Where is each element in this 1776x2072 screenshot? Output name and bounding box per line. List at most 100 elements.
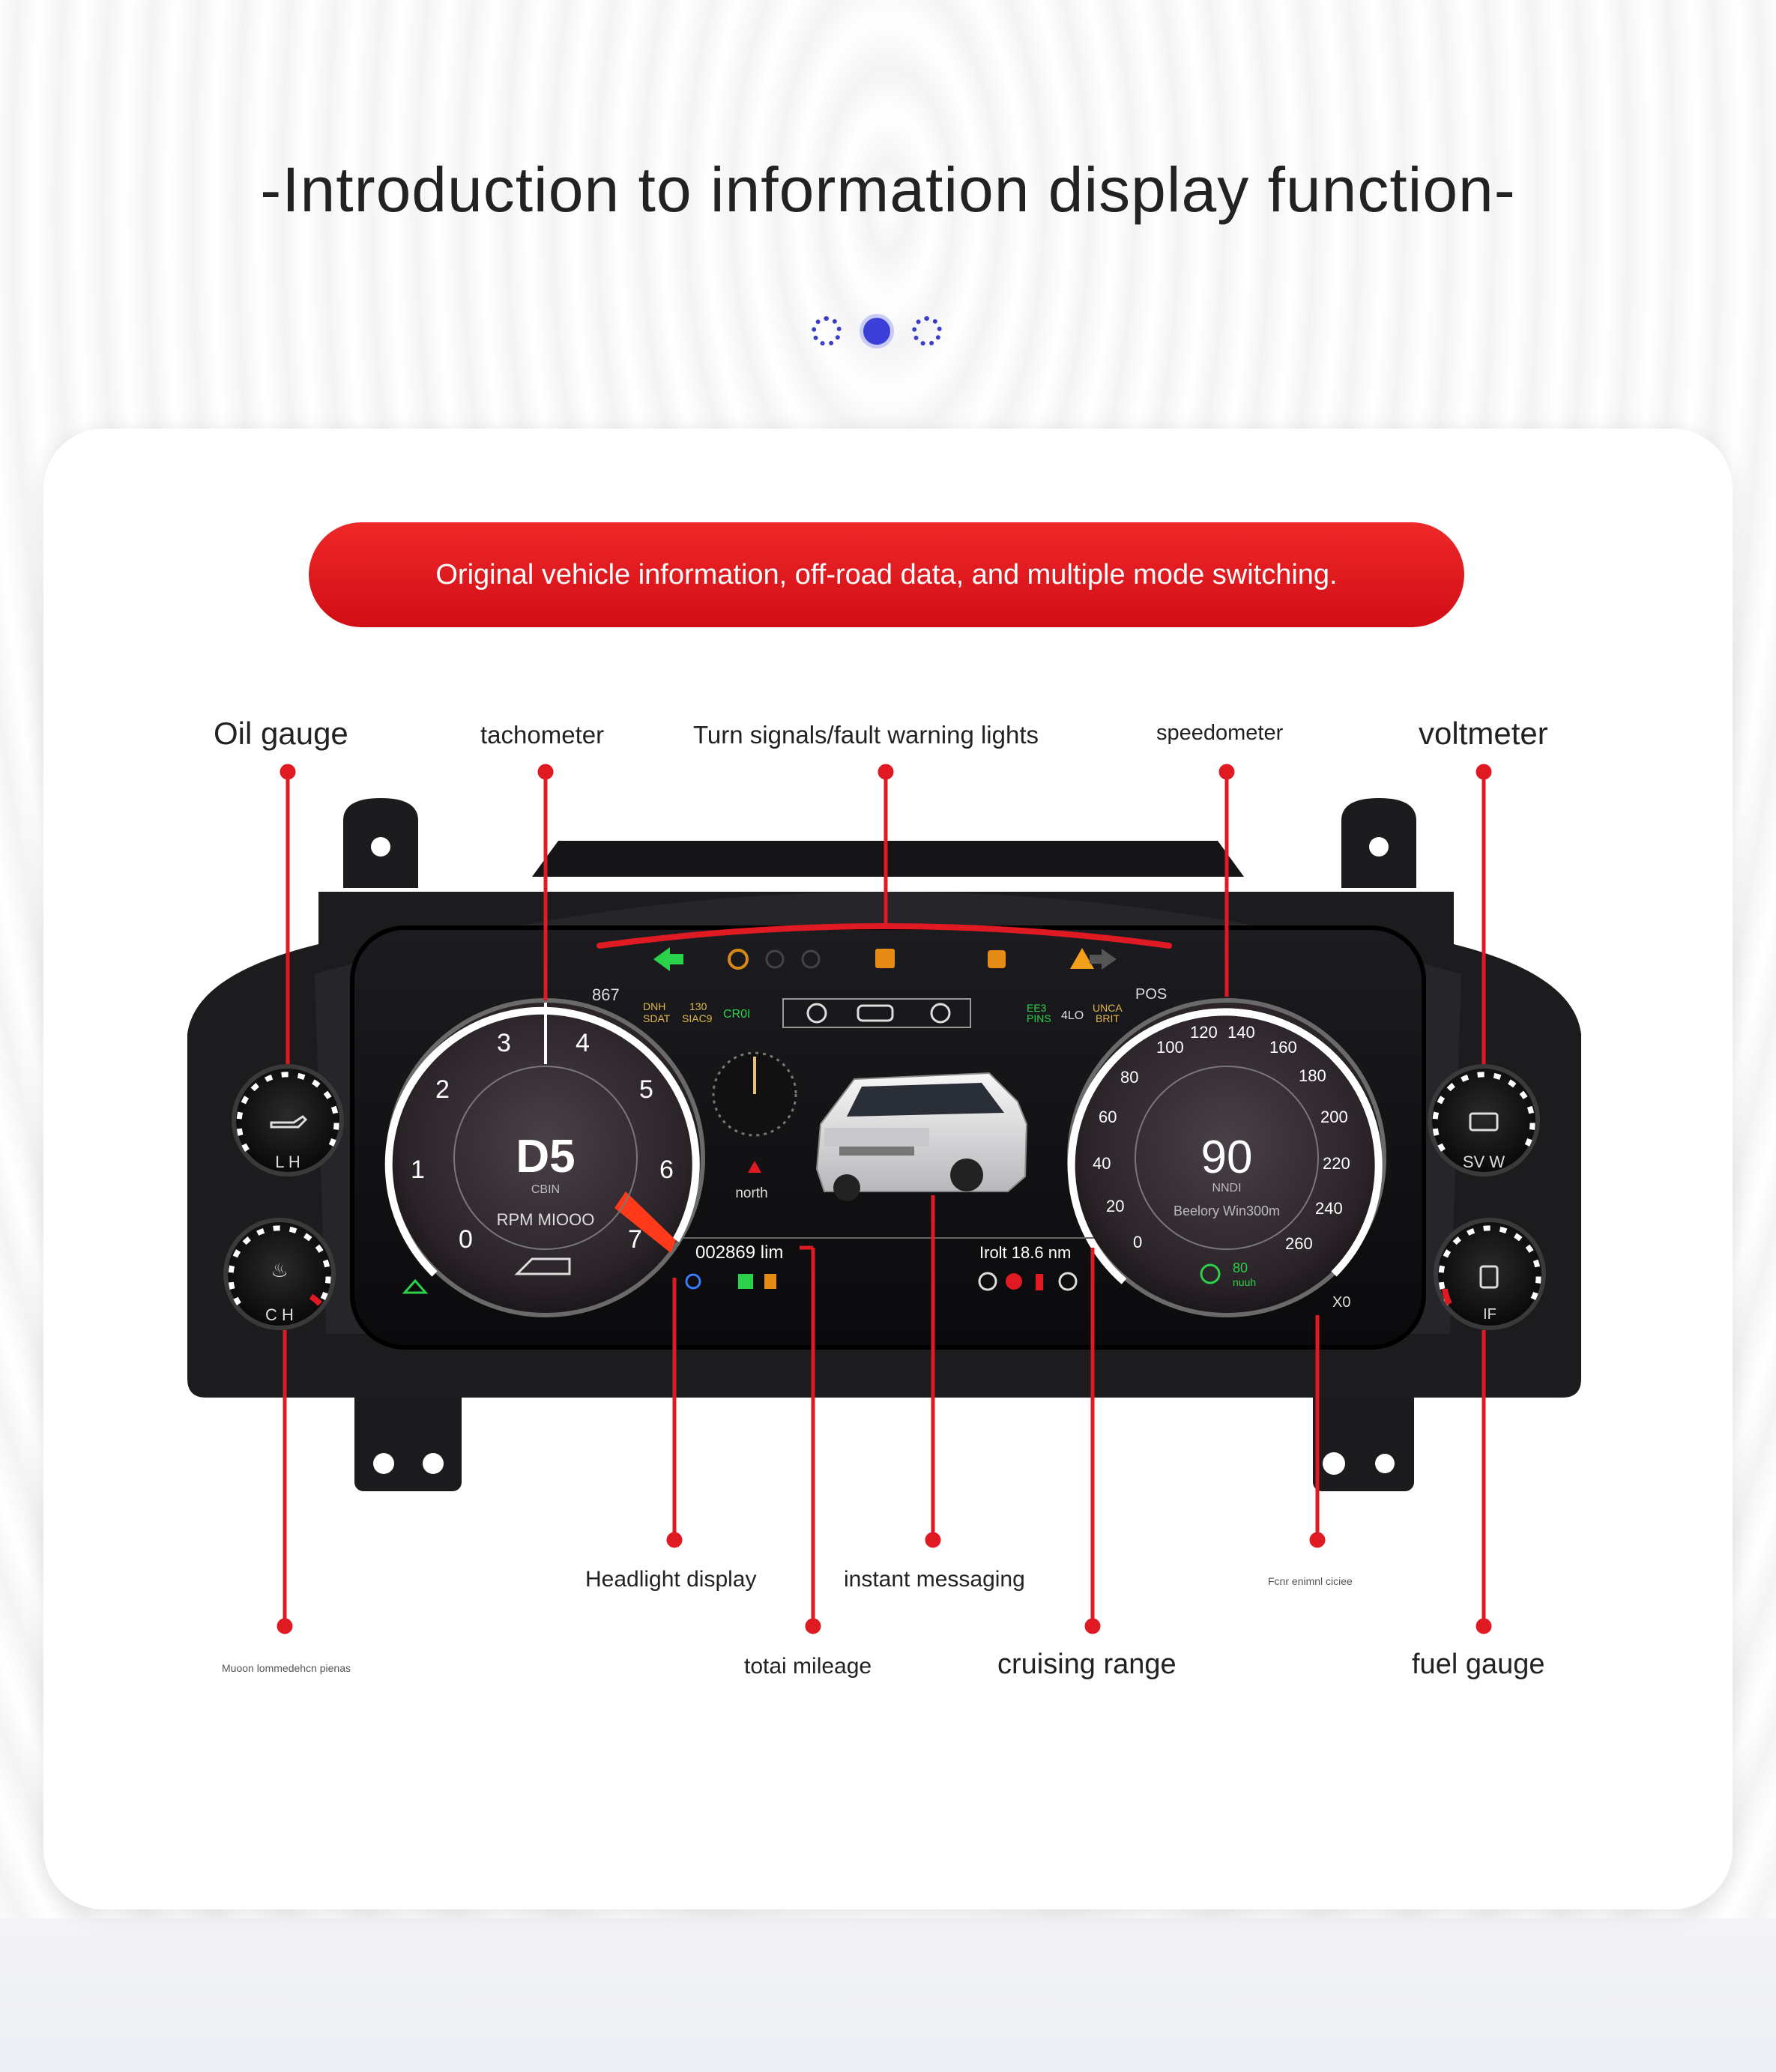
label-oil-gauge: Oil gauge: [214, 716, 348, 751]
bottom-status-icons: X0: [402, 1272, 1350, 1311]
speed-unit: NNDI: [1212, 1182, 1241, 1194]
north-arrow-icon: [748, 1161, 761, 1173]
label-small-right: Fcnr enimnl ciciee: [1268, 1575, 1353, 1587]
info-right-5: BRIT: [1096, 1012, 1120, 1024]
seatbelt-icon: [1036, 1274, 1043, 1290]
page-title: -Introduction to information display fun…: [260, 154, 1516, 225]
cruise-speed: 80: [1233, 1260, 1248, 1275]
info-right-3: 4LO: [1061, 1009, 1084, 1022]
gear-indicator: D5: [516, 1131, 575, 1183]
warning-icons-row: [653, 947, 1117, 971]
speed-tick-100: 100: [1156, 1038, 1184, 1057]
speed-tick-120: 120: [1190, 1023, 1218, 1042]
fault-icon-3: [801, 949, 821, 969]
mode-icon-2: [857, 1004, 894, 1022]
info-left-4: SIAC9: [682, 1012, 713, 1024]
speedometer-dial: 90 NNDI Beelory Win300m POS 0 20 40 60 8…: [1067, 986, 1386, 1317]
brake-warning-icon: [988, 950, 1006, 968]
speed-tick-220: 220: [1323, 1154, 1350, 1173]
fuel-gauge-scale: IF: [1483, 1306, 1496, 1323]
compass-dial: north: [712, 1051, 797, 1201]
carousel-indicator: [812, 313, 942, 349]
headlight-icon: [685, 1273, 701, 1290]
label-instant-messaging: instant messaging: [844, 1567, 1025, 1592]
tachometer-dial: D5 CBIN RPM MIOOO 867 0 1 2 3 4 5 6 7: [384, 985, 705, 1317]
carousel-dot-3[interactable]: [912, 316, 942, 346]
label-speedometer: speedometer: [1156, 721, 1284, 745]
label-turn-signals: Turn signals/fault warning lights: [693, 721, 1039, 749]
speed-tick-80: 80: [1120, 1068, 1138, 1087]
carousel-dot-1[interactable]: [812, 316, 842, 346]
tach-tick-0: 0: [459, 1225, 473, 1254]
speed-tick-140: 140: [1227, 1023, 1255, 1042]
traction-icon: [402, 1278, 429, 1294]
speed-value: 90: [1201, 1132, 1253, 1183]
feature-banner: Original vehicle information, off-road d…: [309, 522, 1464, 627]
tach-tick-5: 5: [639, 1075, 653, 1104]
speed-tick-160: 160: [1269, 1038, 1297, 1057]
mode-icon-3: [930, 1003, 951, 1024]
battery-icon: [1469, 1112, 1499, 1132]
voltmeter-scale: SV W: [1463, 1153, 1505, 1171]
vehicle-image: [815, 1072, 1028, 1201]
speed-top-label: POS: [1135, 986, 1167, 1003]
headlight-high-icon: [738, 1274, 753, 1289]
speed-tick-200: 200: [1320, 1108, 1348, 1126]
oil-gauge: L H: [232, 1064, 344, 1177]
fuel-pump-icon: [1479, 1265, 1499, 1289]
speed-tick-20: 20: [1106, 1197, 1124, 1215]
mount-bracket-left: [343, 798, 418, 888]
speed-tick-240: 240: [1315, 1199, 1343, 1218]
info-left-2: SDAT: [643, 1012, 671, 1024]
turn-right-arrow-icon: [1090, 949, 1117, 970]
tpms-icon: [978, 1272, 997, 1291]
info-right-4: UNCA: [1093, 1002, 1123, 1014]
info-left-1: DNH: [643, 1000, 665, 1012]
hood-top: [532, 841, 1244, 877]
engine-warning-icon: [875, 949, 895, 968]
info-right-2: PINS: [1027, 1012, 1051, 1024]
coolant-gauge: ♨ C H: [223, 1218, 336, 1330]
abs-icon: [1006, 1273, 1022, 1290]
carousel-dot-2-active[interactable]: [860, 314, 894, 348]
cruise-icon: [1200, 1263, 1221, 1284]
info-left-5: CR0I: [723, 1008, 750, 1021]
voltmeter-gauge: SV W: [1428, 1064, 1540, 1177]
tach-tick-3: 3: [497, 1029, 511, 1057]
label-fuel-gauge: fuel gauge: [1412, 1649, 1545, 1680]
center-info-bar: DNH SDAT 130 SIAC9 CR0I EE3 PINS 4LO UNC…: [643, 998, 1123, 1028]
fog-light-icon: [764, 1274, 776, 1289]
tach-tick-2: 2: [435, 1075, 450, 1104]
mode-icon-1: [806, 1003, 827, 1024]
rpm-label: RPM MIOOO: [497, 1210, 595, 1229]
mount-tab-right: [1313, 1379, 1414, 1491]
coolant-gauge-scale: C H: [265, 1305, 294, 1324]
right-status-icons: X0: [1332, 1294, 1350, 1311]
speed-tick-260: 260: [1285, 1234, 1313, 1253]
odometer-readout: 002869 lim: [695, 1242, 783, 1263]
compass-label: north: [735, 1185, 767, 1201]
speed-tick-40: 40: [1093, 1154, 1111, 1173]
hazard-warning-icon: [1070, 948, 1094, 969]
oil-gauge-scale: L H: [275, 1153, 300, 1171]
fault-icon-1: [728, 949, 749, 970]
mount-tab-left: [354, 1379, 462, 1491]
speed-tick-60: 60: [1099, 1108, 1117, 1126]
vehicle-offroad-icon: [514, 1257, 571, 1275]
label-small-left: Muoon lommedehcn pienas: [222, 1662, 351, 1674]
speed-tick-180: 180: [1299, 1066, 1326, 1085]
tach-tick-7: 7: [628, 1225, 642, 1254]
coolant-icon: ♨: [271, 1259, 288, 1281]
fault-icon-2: [765, 949, 785, 969]
label-tachometer: tachometer: [480, 721, 605, 749]
label-voltmeter: voltmeter: [1419, 716, 1548, 751]
tach-tick-6: 6: [659, 1156, 674, 1184]
label-headlight-display: Headlight display: [585, 1567, 757, 1592]
mount-bracket-right: [1341, 798, 1416, 888]
cruise-unit: nuuh: [1233, 1276, 1256, 1288]
speed-subtext: Beelory Win300m: [1174, 1203, 1280, 1218]
turn-left-arrow-icon: [653, 947, 683, 971]
mode-selector: [782, 998, 971, 1028]
info-right-1: EE3: [1027, 1002, 1047, 1014]
